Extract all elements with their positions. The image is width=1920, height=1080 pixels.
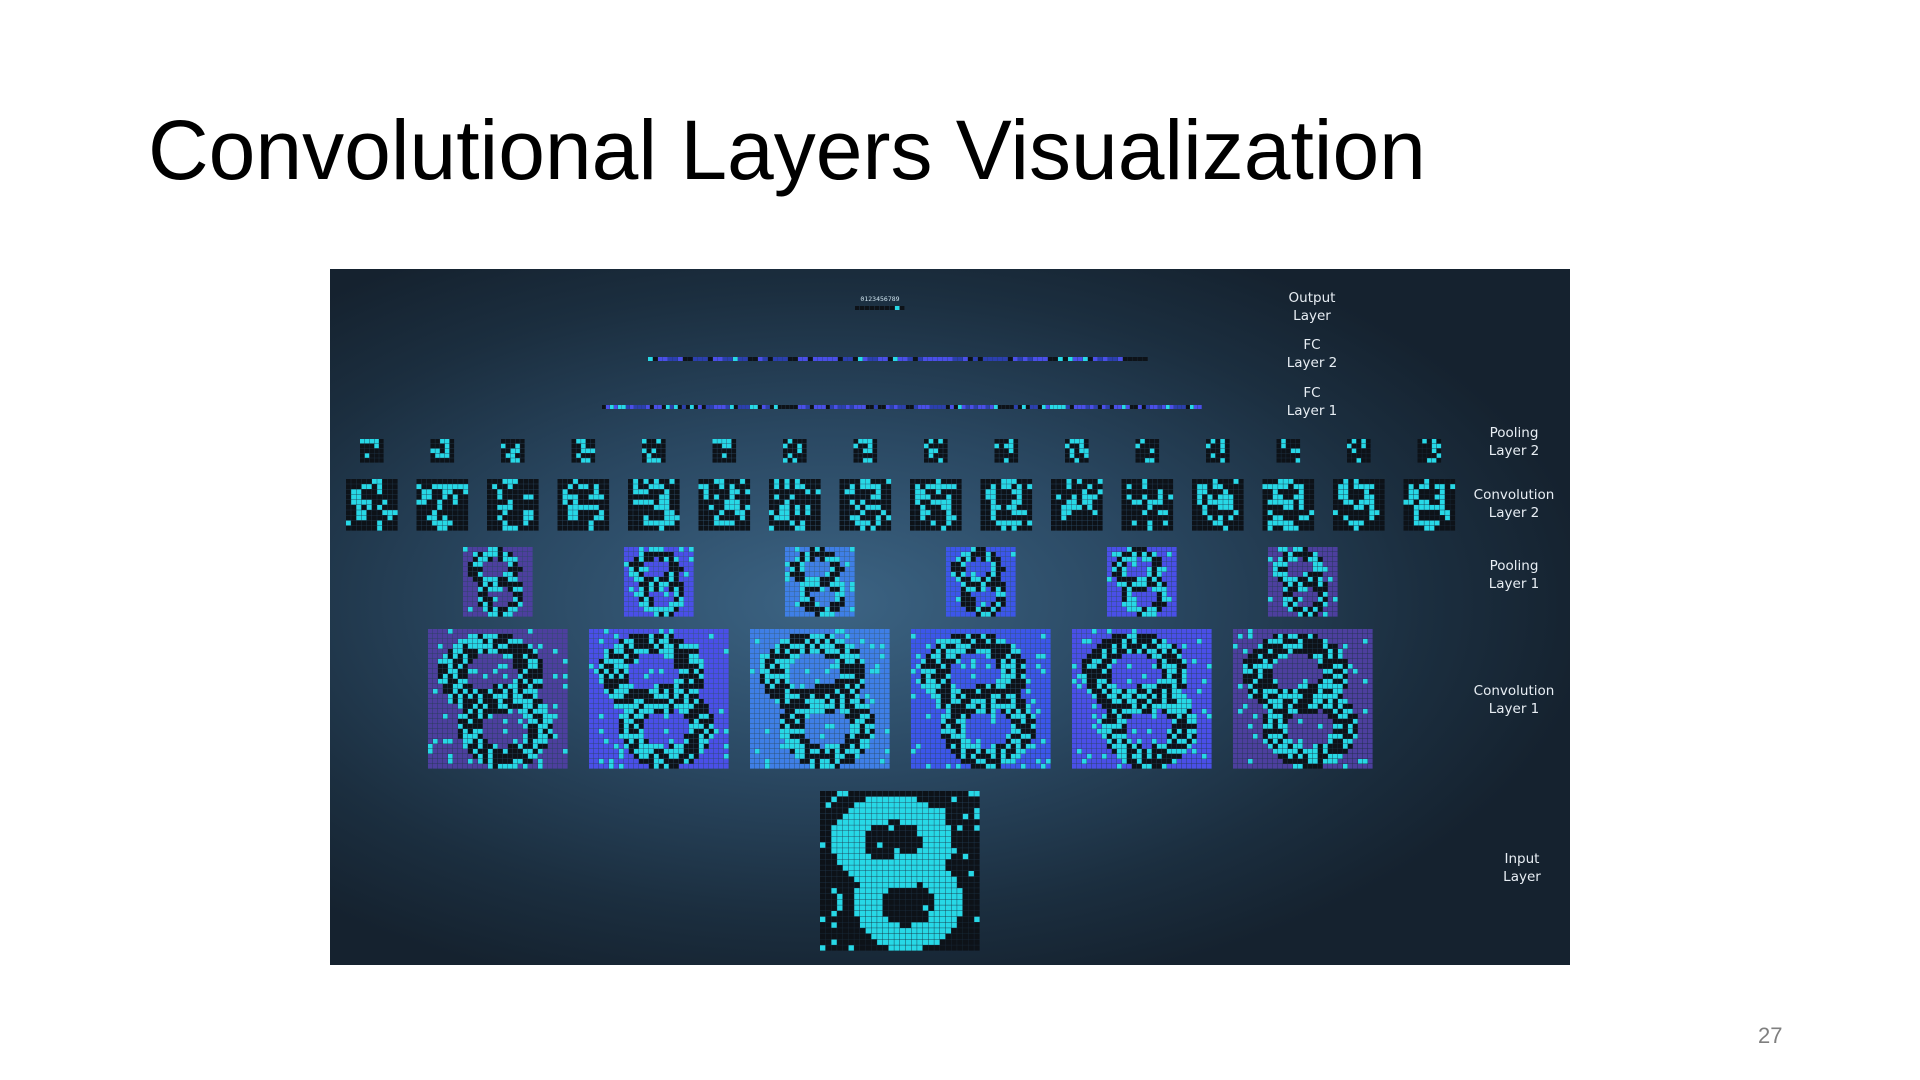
convolution-2-map <box>1051 479 1103 531</box>
convolution-2-map <box>1333 479 1385 531</box>
label-fc-layer-1: FC Layer 1 <box>1286 385 1338 419</box>
input-image <box>820 791 980 951</box>
convolution-2-map <box>698 479 751 531</box>
pooling-2-map <box>642 439 666 463</box>
convolution-2-map <box>557 479 610 531</box>
pooling-2-map <box>1417 439 1442 463</box>
pooling-2-map <box>994 439 1019 463</box>
label-convolution-layer-1: Convolution Layer 1 <box>1473 683 1555 717</box>
pooling-2-map <box>1276 439 1301 463</box>
convolution-1-map <box>911 629 1051 769</box>
label-fc-layer-2: FC Layer 2 <box>1286 337 1338 371</box>
convolution-2-map <box>1192 479 1244 531</box>
convolution-2-map <box>910 479 962 531</box>
network-diagram: 0123456789 <box>346 295 1456 951</box>
convolution-2-map <box>487 479 539 531</box>
pooling-2-map <box>1135 439 1160 463</box>
convolution-1-map <box>750 629 890 769</box>
label-pooling-layer-1: Pooling Layer 1 <box>1488 558 1540 592</box>
label-output-layer: Output Layer <box>1288 290 1336 324</box>
pooling-1-map <box>946 547 1016 617</box>
convolution-1-map <box>428 629 568 769</box>
convolution-1-map <box>1072 629 1212 769</box>
convolution-2-map <box>628 479 680 531</box>
pooling-2-map <box>1065 439 1089 463</box>
output-layer-nodes <box>855 306 905 310</box>
pooling-2-map <box>360 439 384 463</box>
slide-number: 27 <box>1758 1023 1783 1048</box>
pooling-1-map <box>1107 547 1177 617</box>
convolution-2-map <box>1403 479 1456 531</box>
label-convolution-layer-2: Convolution Layer 2 <box>1473 487 1555 521</box>
label-input-layer: Input Layer <box>1503 851 1541 885</box>
network-visualization: 0123456789 Output Layer FC Layer 2 FC La… <box>330 269 1570 965</box>
convolution-2-map <box>346 479 398 531</box>
output-digits: 0123456789 <box>860 295 899 303</box>
pooling-2-map <box>712 439 737 463</box>
pooling-1-map <box>463 547 533 617</box>
pooling-2-map <box>571 439 596 463</box>
pooling-1-map <box>785 547 855 617</box>
convolution-1-map <box>589 629 729 769</box>
pooling-2-map <box>1347 439 1371 463</box>
convolution-2-map <box>980 479 1033 531</box>
convolution-1-map <box>1233 629 1373 769</box>
convolution-2-map <box>1121 479 1174 531</box>
convolution-2-map <box>769 479 821 531</box>
convolution-2-map <box>839 479 892 531</box>
fc-layer-2-nodes <box>648 357 1148 361</box>
pooling-2-map <box>1206 439 1230 463</box>
fc-layer-1-nodes <box>602 405 1202 409</box>
pooling-2-map <box>853 439 878 463</box>
convolution-2-map <box>416 479 469 531</box>
pooling-2-map <box>501 439 525 463</box>
slide-title: Convolutional Layers Visualization <box>148 103 1426 197</box>
convolution-2-map <box>1262 479 1315 531</box>
pooling-2-map <box>430 439 455 463</box>
pooling-1-map <box>1268 547 1338 617</box>
pooling-2-map <box>924 439 948 463</box>
pooling-1-map <box>624 547 694 617</box>
pooling-2-map <box>783 439 807 463</box>
label-pooling-layer-2: Pooling Layer 2 <box>1488 425 1540 459</box>
